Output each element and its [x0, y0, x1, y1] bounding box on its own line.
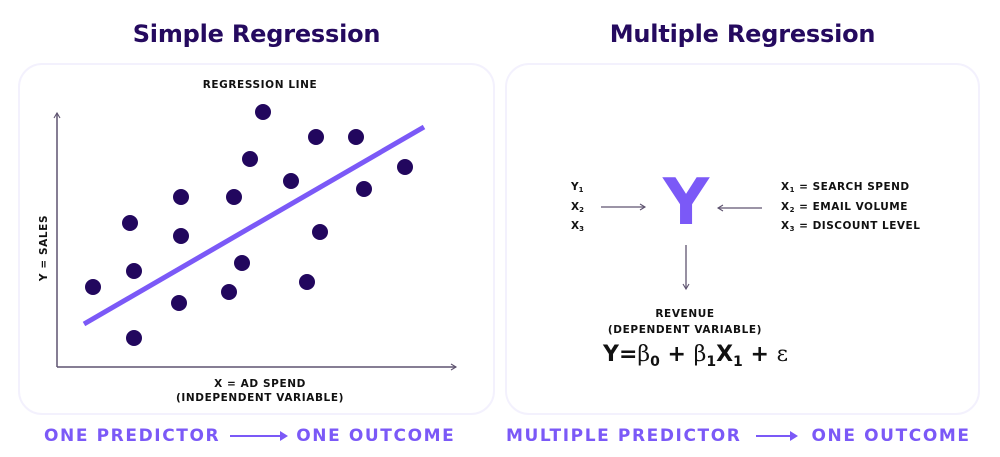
scatter-point — [226, 189, 242, 205]
outcome-symbol: Y — [662, 166, 710, 240]
multiple-regression-summary: MULTIPLE PREDICTOR ONE OUTCOME — [506, 426, 971, 446]
scatter-axes — [53, 111, 458, 371]
footer-predictor-text: ONE PREDICTOR — [44, 426, 221, 446]
outcome-label-line2: (DEPENDENT VARIABLE) — [607, 324, 763, 336]
outcome-label-line1: REVENUE — [655, 308, 715, 320]
simple-regression-title: Simple Regression — [132, 20, 381, 48]
scatter-point — [356, 181, 372, 197]
arrow-right-icon — [755, 431, 798, 441]
predictor-row: X1 = SEARCH SPEND — [781, 181, 910, 194]
scatter-point — [299, 274, 315, 290]
scatter-point — [221, 284, 237, 300]
variable-row: X3 — [571, 220, 584, 233]
scatter-point — [171, 295, 187, 311]
scatter-point — [85, 279, 101, 295]
x-axis-label-line2: (INDEPENDENT VARIABLE) — [175, 392, 345, 404]
scatter-point — [173, 189, 189, 205]
predictor-row: X3 = DISCOUNT LEVEL — [781, 220, 921, 233]
x-axis-label-line1: X = AD SPEND — [214, 378, 306, 390]
multiple-regression-title: Multiple Regression — [609, 20, 876, 48]
simple-regression-summary: ONE PREDICTOR ONE OUTCOME — [44, 426, 455, 446]
scatter-point — [126, 330, 142, 346]
simple-regression-card — [18, 63, 495, 415]
scatter-point — [122, 215, 138, 231]
footer-outcome-text: ONE OUTCOME — [811, 426, 971, 446]
footer-outcome-text: ONE OUTCOME — [296, 426, 456, 446]
scatter-point — [234, 255, 250, 271]
multiple-regression-card — [505, 63, 980, 415]
regression-line — [82, 124, 426, 327]
scatter-point — [242, 151, 258, 167]
variable-row: X2 — [571, 200, 584, 214]
regression-equation: Y=β0 + β1X1 + ε — [603, 342, 788, 370]
footer-predictor-text: MULTIPLE PREDICTOR — [506, 426, 742, 446]
predictor-row: X2 = EMAIL VOLUME — [781, 200, 908, 214]
y-axis-label: Y = SALES — [38, 214, 50, 282]
scatter-point — [312, 224, 328, 240]
outcome-label: REVENUE (DEPENDENT VARIABLE) — [585, 306, 785, 338]
scatter-point — [308, 129, 324, 145]
scatter-point — [283, 173, 299, 189]
scatter-point — [126, 263, 142, 279]
scatter-point — [397, 159, 413, 175]
scatter-point — [348, 129, 364, 145]
input-variables-left: Y1 X2 X3 — [571, 179, 584, 238]
scatter-points — [85, 104, 413, 346]
scatter-point — [255, 104, 271, 120]
regression-line-label: REGRESSION LINE — [202, 79, 318, 91]
x-axis-label: X = AD SPEND (INDEPENDENT VARIABLE) — [130, 377, 390, 405]
arrow-right-icon — [230, 431, 289, 441]
predictor-definitions: X1 = SEARCH SPEND X2 = EMAIL VOLUME X3 =… — [781, 179, 920, 238]
variable-row: Y1 — [571, 181, 584, 194]
scatter-point — [173, 228, 189, 244]
